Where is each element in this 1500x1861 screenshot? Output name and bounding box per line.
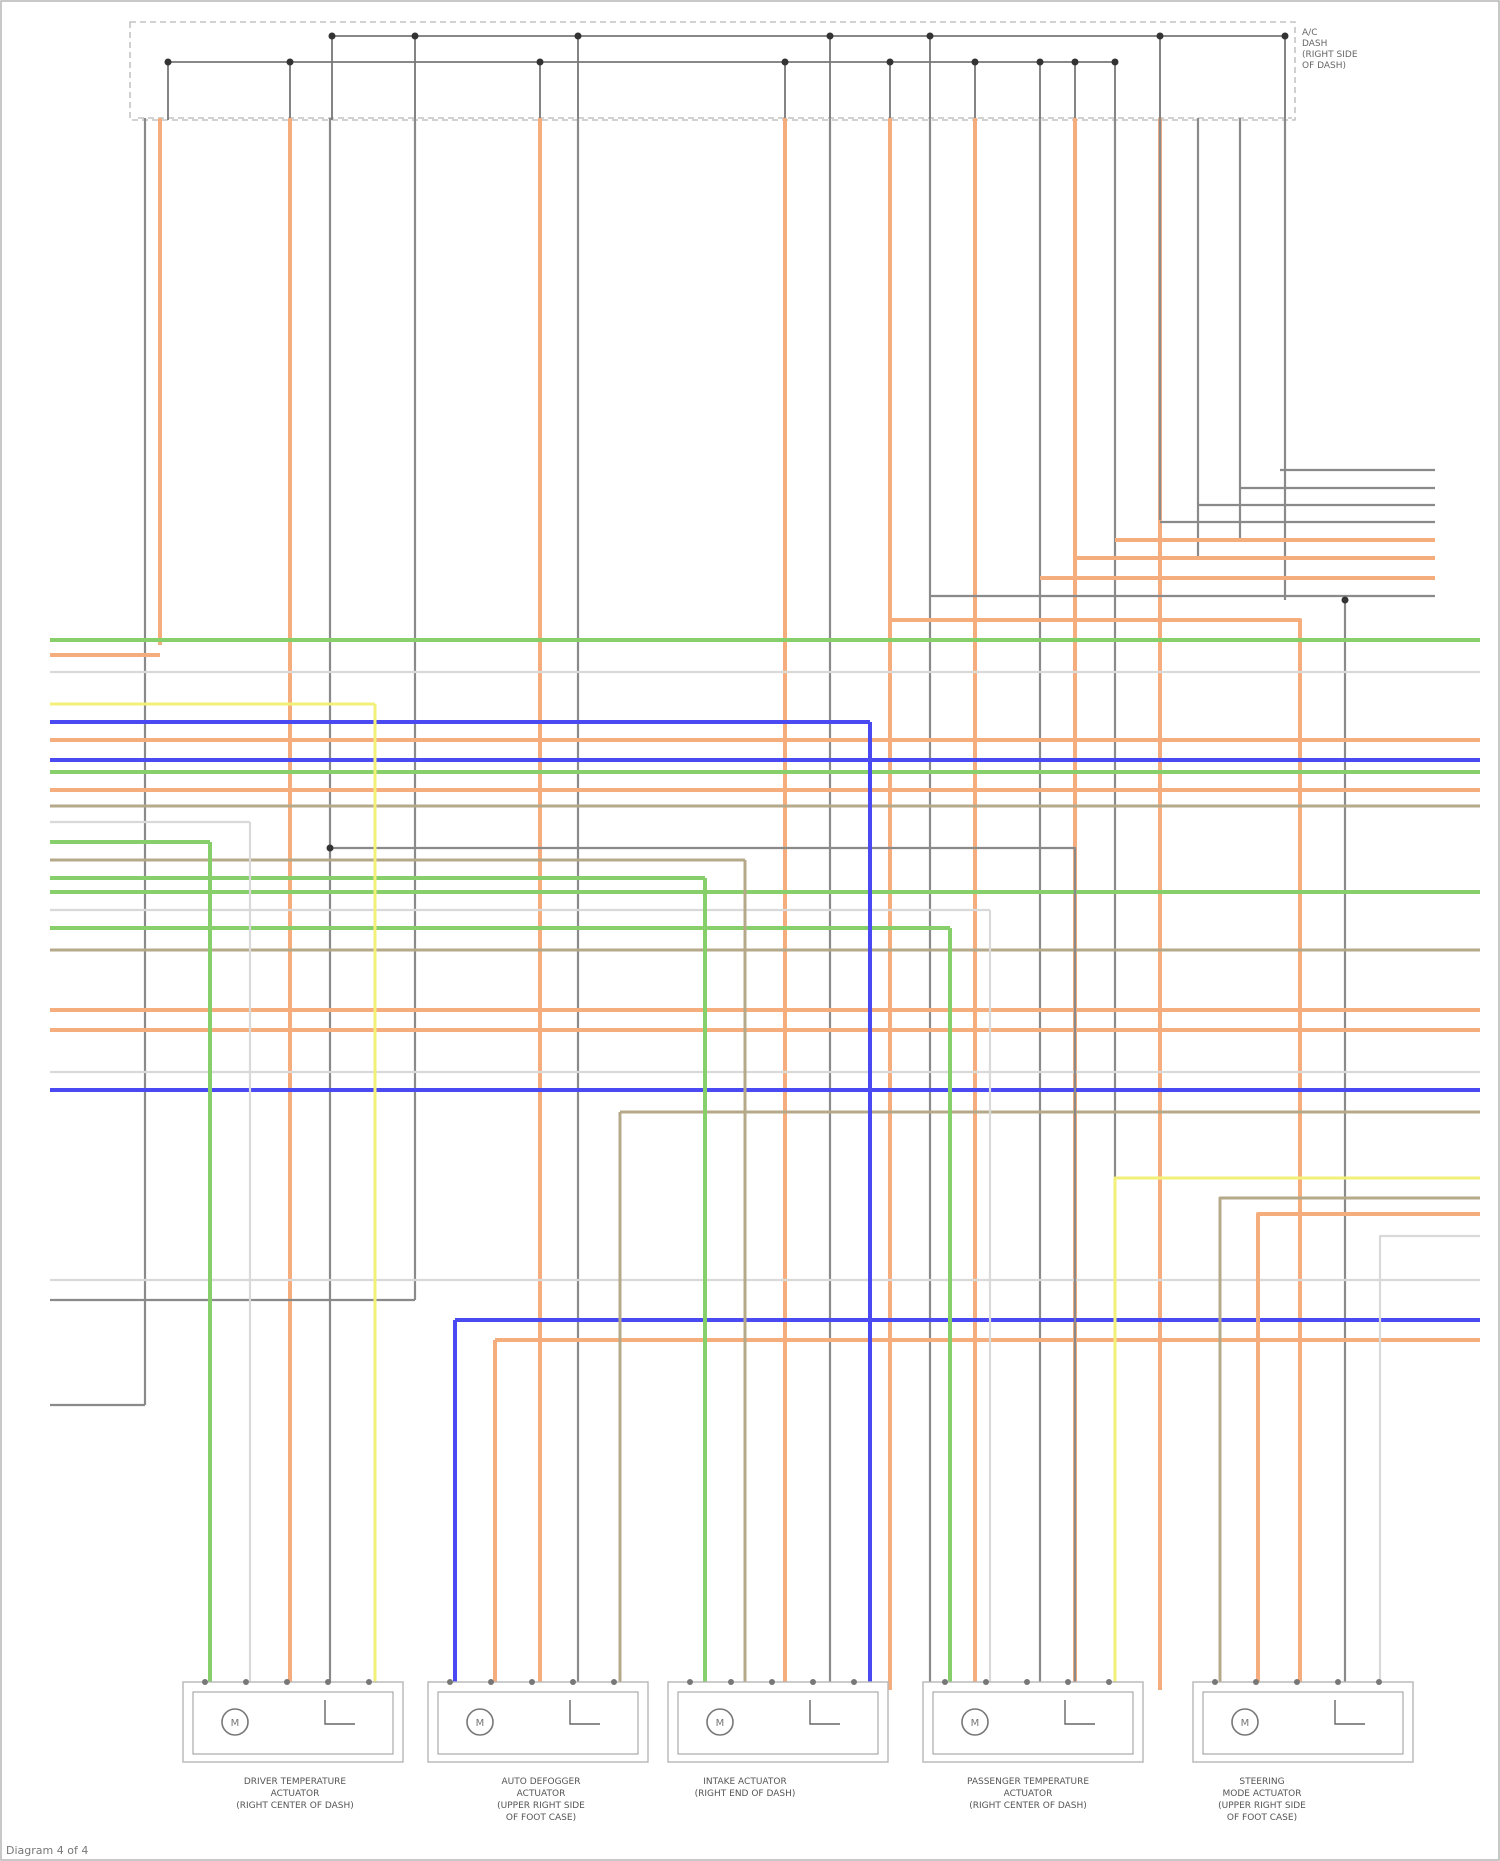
motor-symbol: M <box>476 1718 485 1729</box>
splice-dot <box>782 59 789 66</box>
pin-dot <box>447 1679 453 1685</box>
pin-dot <box>570 1679 576 1685</box>
pin-dot <box>942 1679 948 1685</box>
pin-dot <box>1106 1679 1112 1685</box>
pin-dot <box>1335 1679 1341 1685</box>
actuator-caption-steering-mode: STEERING MODE ACTUATOR (UPPER RIGHT SIDE… <box>1152 1776 1372 1824</box>
actuator-housing <box>668 1682 888 1762</box>
splice-dot <box>412 33 419 40</box>
splice-dot <box>327 845 334 852</box>
actuator-1: M <box>183 1679 403 1762</box>
motor-symbol: M <box>971 1718 980 1729</box>
pin-dot <box>810 1679 816 1685</box>
pin-dot <box>1212 1679 1218 1685</box>
actuator-3: M <box>668 1679 888 1762</box>
actuator-caption-passenger-temp: PASSENGER TEMPERATURE ACTUATOR (RIGHT CE… <box>918 1776 1138 1812</box>
splice-dot <box>1282 33 1289 40</box>
splice-dot <box>1072 59 1079 66</box>
pin-dot <box>1253 1679 1259 1685</box>
pin-dot <box>529 1679 535 1685</box>
pin-dot <box>1024 1679 1030 1685</box>
motor-symbol: M <box>231 1718 240 1729</box>
pin-dot <box>728 1679 734 1685</box>
actuator-housing <box>1193 1682 1413 1762</box>
motor-symbol: M <box>716 1718 725 1729</box>
splice-dot <box>537 59 544 66</box>
pin-dot <box>243 1679 249 1685</box>
splice-dot <box>1037 59 1044 66</box>
splice-dot <box>1157 33 1164 40</box>
pin-dot <box>1065 1679 1071 1685</box>
pin-dot <box>284 1679 290 1685</box>
actuator-caption-intake: INTAKE ACTUATOR (RIGHT END OF DASH) <box>635 1776 855 1800</box>
actuator-4: M <box>923 1679 1143 1762</box>
splice-dot <box>927 33 934 40</box>
page-identifier: Diagram 4 of 4 <box>6 1844 88 1857</box>
pin-dot <box>983 1679 989 1685</box>
splice-dot <box>329 33 336 40</box>
actuator-housing <box>183 1682 403 1762</box>
splice-dot <box>1112 59 1119 66</box>
pin-dot <box>325 1679 331 1685</box>
actuator-5: M <box>1193 1679 1413 1762</box>
pin-dot <box>769 1679 775 1685</box>
pin-dot <box>851 1679 857 1685</box>
pin-dot <box>488 1679 494 1685</box>
actuator-housing <box>428 1682 648 1762</box>
splice-dot <box>575 33 582 40</box>
actuator-caption-auto-defogger: AUTO DEFOGGER ACTUATOR (UPPER RIGHT SIDE… <box>431 1776 651 1824</box>
splice-dot <box>1342 597 1349 604</box>
pin-dot <box>1294 1679 1300 1685</box>
pin-dot <box>202 1679 208 1685</box>
pin-dot <box>687 1679 693 1685</box>
actuator-2: M <box>428 1679 648 1762</box>
module-label: A/C DASH (RIGHT SIDE OF DASH) <box>1302 28 1358 72</box>
actuator-housing <box>923 1682 1143 1762</box>
pin-dot <box>366 1679 372 1685</box>
motor-symbol: M <box>1241 1718 1250 1729</box>
actuator-caption-driver-temp: DRIVER TEMPERATURE ACTUATOR (RIGHT CENTE… <box>185 1776 405 1812</box>
splice-dot <box>165 59 172 66</box>
splice-dot <box>827 33 834 40</box>
pin-dot <box>611 1679 617 1685</box>
pin-dot <box>1376 1679 1382 1685</box>
splice-dot <box>887 59 894 66</box>
splice-dot <box>287 59 294 66</box>
splice-dot <box>972 59 979 66</box>
